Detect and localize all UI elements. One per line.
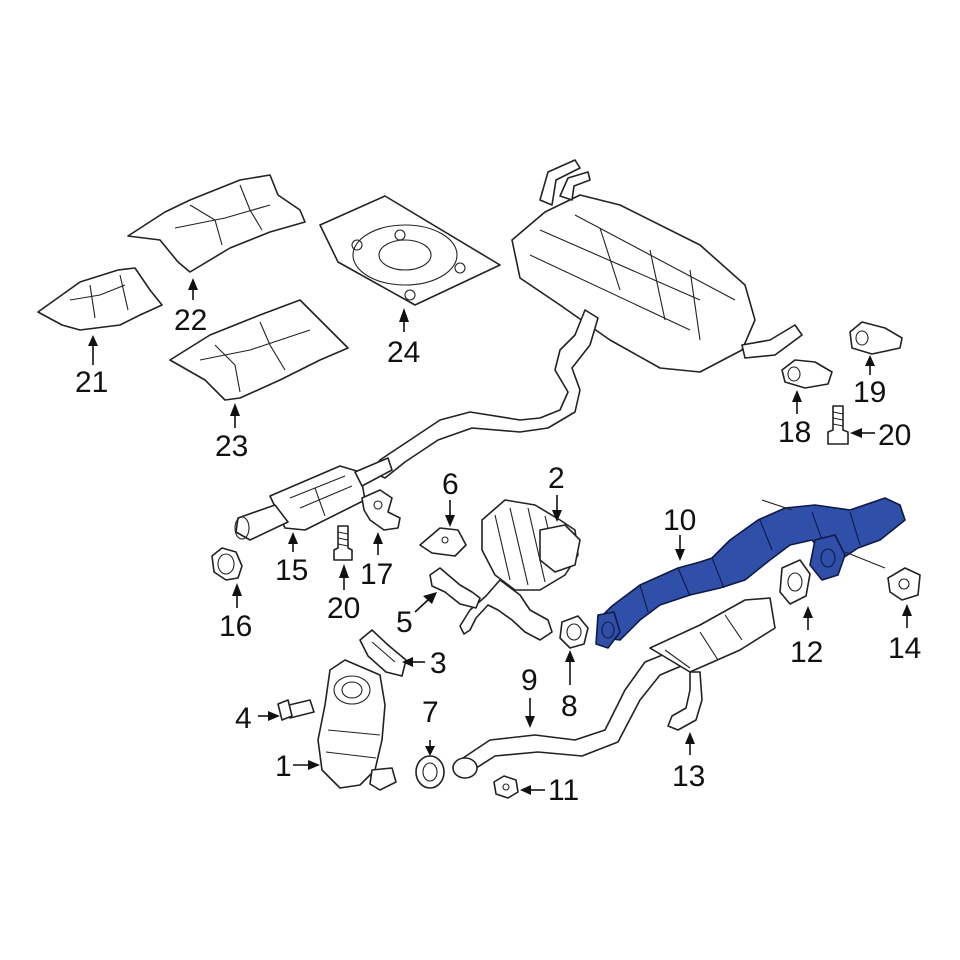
callout-6: 6 — [442, 468, 459, 501]
callout-20-right: 20 — [878, 419, 911, 452]
heat-plate-24[interactable] — [319, 195, 501, 306]
callout-20-left: 20 — [327, 592, 360, 625]
callout-19: 19 — [853, 376, 886, 409]
callout-12: 12 — [790, 636, 823, 669]
leader-lines — [88, 278, 912, 795]
bracket-17[interactable] — [361, 489, 401, 531]
callout-13: 13 — [672, 760, 705, 793]
callout-23: 23 — [215, 430, 248, 463]
callout-4: 4 — [235, 702, 252, 735]
callout-21: 21 — [75, 366, 108, 399]
callout-15: 15 — [275, 554, 308, 587]
front-pipe-9[interactable] — [452, 597, 776, 779]
heat-shield-21[interactable] — [37, 267, 163, 331]
callout-3: 3 — [430, 647, 447, 680]
gasket-12[interactable] — [779, 559, 811, 605]
gasket-3[interactable] — [359, 629, 407, 677]
resonator-15[interactable] — [234, 457, 393, 541]
callout-24: 24 — [387, 336, 420, 369]
callout-14: 14 — [888, 632, 921, 665]
callout-22: 22 — [174, 304, 207, 337]
isolator-18[interactable] — [781, 359, 833, 389]
gasket-8[interactable] — [559, 615, 589, 649]
heat-shield-23[interactable] — [169, 299, 349, 401]
callout-10: 10 — [663, 504, 696, 537]
callout-17: 17 — [360, 558, 393, 591]
callout-18: 18 — [778, 416, 811, 449]
turbocharger-2[interactable] — [459, 499, 581, 641]
bolt-4[interactable] — [277, 699, 315, 721]
callout-2: 2 — [548, 462, 565, 495]
bolt-20-right[interactable] — [827, 405, 849, 445]
callout-labels: 21 22 23 24 19 18 20 2 6 10 15 17 20 16 … — [75, 304, 921, 807]
isolator-19[interactable] — [849, 321, 903, 355]
callout-8: 8 — [561, 690, 578, 723]
bolt-20-left[interactable] — [333, 525, 353, 561]
clamp-16[interactable] — [211, 547, 243, 581]
callout-9: 9 — [521, 664, 538, 697]
heat-shield-22[interactable] — [127, 174, 306, 273]
nut-11[interactable] — [493, 775, 519, 799]
callout-16: 16 — [219, 610, 252, 643]
bracket-13[interactable] — [667, 671, 703, 731]
catalytic-converter-1[interactable] — [317, 659, 397, 791]
callout-5: 5 — [396, 606, 413, 639]
bracket-6[interactable] — [419, 527, 467, 557]
hanger-14[interactable] — [887, 567, 921, 601]
callout-1: 1 — [275, 750, 292, 783]
callout-7: 7 — [422, 696, 439, 729]
gasket-7[interactable] — [415, 755, 445, 789]
rear-muffler[interactable] — [371, 159, 803, 479]
bracket-5[interactable] — [429, 567, 481, 609]
callout-11: 11 — [548, 774, 579, 807]
intermediate-pipe-10[interactable] — [595, 497, 906, 649]
